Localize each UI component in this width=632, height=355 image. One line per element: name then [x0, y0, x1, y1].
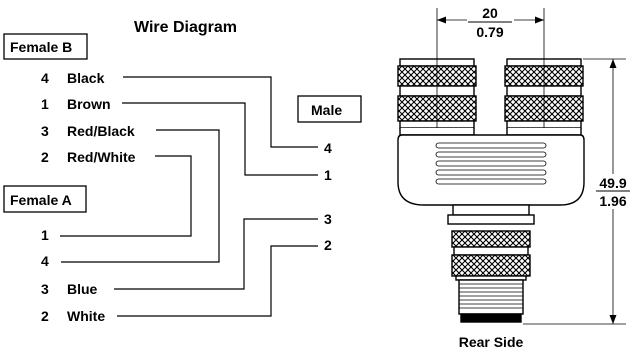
- male-pin-4: 4: [324, 140, 332, 156]
- female-a-pin-2: 4: [41, 253, 49, 269]
- wire-brown-to-male-1: [122, 102, 318, 176]
- width-dimension: 20 0.79: [436, 5, 545, 128]
- height-mm: 49.9: [599, 175, 626, 191]
- width-mm: 20: [482, 5, 498, 21]
- svg-text:Red/White: Red/White: [67, 149, 136, 165]
- male-pin-1: 1: [324, 167, 332, 183]
- width-in: 0.79: [476, 24, 503, 40]
- svg-text:4: 4: [41, 70, 49, 86]
- svg-text:2: 2: [41, 149, 49, 165]
- wire-redblack-to-female-a-4: [61, 129, 220, 263]
- wire-black-to-male-4: [123, 76, 318, 148]
- svg-text:2: 2: [41, 308, 49, 324]
- svg-text:1: 1: [41, 227, 49, 243]
- male-box: Male: [297, 95, 362, 123]
- female-a-label: Female A: [10, 192, 72, 208]
- svg-text:3: 3: [41, 123, 49, 139]
- svg-text:Brown: Brown: [67, 96, 111, 112]
- female-b-box: Female B: [3, 33, 88, 60]
- svg-text:White: White: [67, 308, 105, 324]
- height-dimension: 49.9 1.96: [523, 58, 630, 325]
- female-a-pin-4: 2 White: [41, 308, 105, 324]
- rear-side-caption: Rear Side: [459, 334, 524, 350]
- male-pin-2: 2: [324, 237, 332, 253]
- female-a-pin-1: 1: [41, 227, 49, 243]
- svg-text:Black: Black: [67, 70, 105, 86]
- svg-text:Red/Black: Red/Black: [67, 123, 135, 139]
- svg-text:4: 4: [41, 253, 49, 269]
- female-a-box: Female A: [3, 185, 87, 213]
- wire-redwhite-to-female-a-1: [60, 155, 192, 237]
- wire-white-to-male-2: [117, 245, 318, 317]
- height-in: 1.96: [599, 193, 626, 209]
- female-b-label: Female B: [10, 39, 72, 55]
- y-connector-drawing: [397, 58, 585, 323]
- svg-text:1: 1: [41, 96, 49, 112]
- female-b-pin-4: 2 Red/White: [41, 149, 136, 165]
- male-label: Male: [311, 102, 342, 118]
- female-b-pin-2: 1 Brown: [41, 96, 111, 112]
- female-b-pin-3: 3 Red/Black: [41, 123, 135, 139]
- female-b-pin-1: 4 Black: [41, 70, 105, 86]
- diagram-title: Wire Diagram: [134, 19, 237, 36]
- female-a-pin-3: 3 Blue: [41, 281, 98, 297]
- wire-blue-to-male-3: [114, 218, 318, 290]
- male-pin-3: 3: [324, 211, 332, 227]
- svg-text:3: 3: [41, 281, 49, 297]
- svg-text:Blue: Blue: [67, 281, 98, 297]
